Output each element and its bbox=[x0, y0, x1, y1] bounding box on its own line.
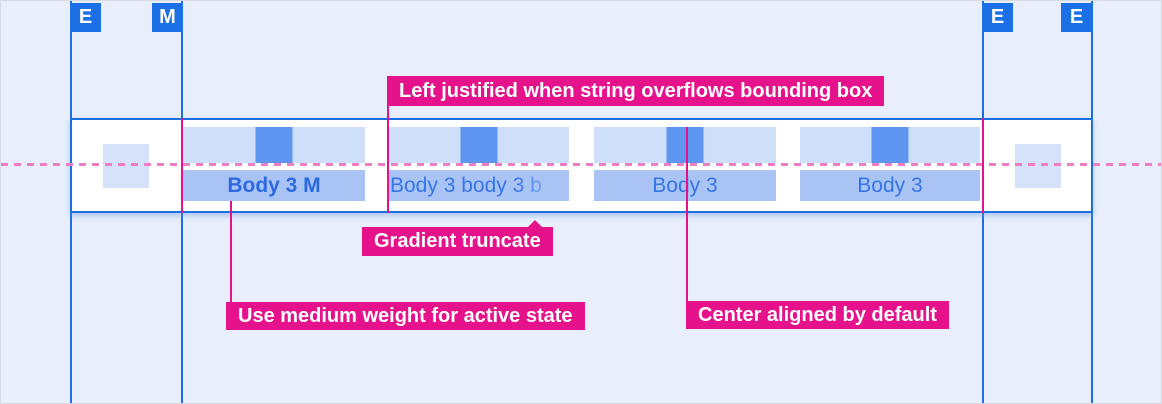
tab-label-active: Body 3 M bbox=[183, 170, 365, 201]
placeholder-square-icon bbox=[460, 127, 498, 163]
spacing-marker-e-right1: E bbox=[982, 3, 1013, 32]
annotation-line-tab-area-end bbox=[982, 118, 984, 213]
annotation-line-left-justified bbox=[387, 106, 389, 213]
annotation-line-center-aligned bbox=[686, 127, 688, 301]
callout-gradient-truncate: Gradient truncate bbox=[362, 220, 553, 256]
tab-default-1[interactable]: Body 3 bbox=[594, 118, 776, 213]
edge-spacing-square-right bbox=[1015, 144, 1061, 188]
tab-default-2[interactable]: Body 3 bbox=[800, 118, 980, 213]
tab-overflow[interactable]: Body 3 body 3 b bbox=[389, 118, 569, 213]
annotation-line-medium-weight bbox=[230, 201, 232, 302]
gradient-truncated-text: Body 3 body 3 b bbox=[389, 170, 569, 201]
tab-label: Body 3 bbox=[594, 170, 776, 201]
tab-label: Body 3 bbox=[800, 170, 980, 201]
tab-label-truncated: Body 3 body 3 b bbox=[389, 170, 569, 201]
spacing-marker-e-left: E bbox=[70, 3, 101, 32]
annotation-line-tab-area-start bbox=[181, 118, 183, 213]
callout-gradient-truncate-label: Gradient truncate bbox=[374, 230, 541, 252]
tab-active[interactable]: Body 3 M bbox=[183, 118, 365, 213]
tab-icon-bounds bbox=[800, 127, 980, 163]
placeholder-square-icon bbox=[255, 127, 293, 163]
placeholder-square-icon bbox=[871, 127, 909, 163]
tab-icon-bounds bbox=[594, 127, 776, 163]
spacing-marker-m: M bbox=[152, 3, 183, 32]
spacing-marker-e-right2: E bbox=[1061, 3, 1092, 32]
callout-left-justified: Left justified when string overflows bou… bbox=[387, 76, 885, 106]
dashed-center-keyline bbox=[1, 163, 1161, 166]
tab-icon-bounds bbox=[389, 127, 569, 163]
tab-icon-bounds bbox=[183, 127, 365, 163]
pointer-up-icon bbox=[526, 220, 543, 228]
callout-center-aligned: Center aligned by default bbox=[686, 301, 949, 329]
callout-medium-weight: Use medium weight for active state bbox=[226, 302, 585, 330]
edge-spacing-square-left bbox=[103, 144, 149, 188]
placeholder-square-icon bbox=[666, 127, 704, 163]
